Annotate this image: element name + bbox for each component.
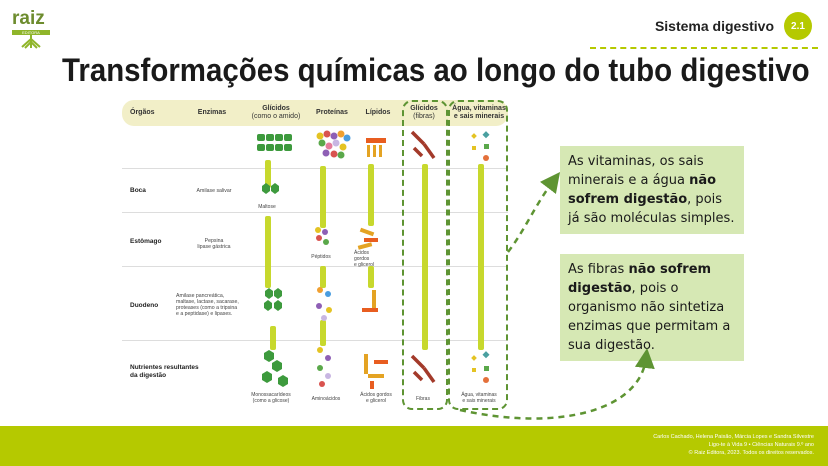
vitamin-icon	[471, 131, 490, 383]
caption-monossacarideos: Monossacarídeos(como a glicose)	[251, 392, 291, 404]
page-title: Transformações químicas ao longo do tubo…	[62, 52, 810, 88]
bar-glic	[270, 326, 276, 350]
enzyme-boca: Amilase salivar	[196, 188, 232, 194]
highlight-agua	[448, 100, 508, 410]
bar-glic	[265, 160, 271, 188]
row-label-estomago: Estômago	[130, 238, 162, 245]
enzyme-duodeno: Amilase pancreática,maltase, lactase, sa…	[176, 293, 239, 317]
highlight-fibras	[402, 100, 448, 410]
col-glicidos-fibras: Glícidos(fibras)	[410, 105, 438, 120]
molecule-drawings	[257, 130, 490, 389]
col-orgaos: Órgãos	[130, 109, 155, 116]
col-lipidos: Lípidos	[365, 109, 391, 116]
row-divider	[122, 266, 508, 267]
section-title: Sistema digestivo	[654, 18, 774, 34]
logo-roots-icon	[21, 35, 41, 49]
bar-lip	[368, 164, 374, 226]
digestion-table: Órgãos Enzimas Glícidos(como o amido) Pr…	[122, 98, 508, 412]
lipid-icon	[357, 138, 388, 389]
row-divider	[122, 212, 508, 213]
col-proteinas: Proteínas	[316, 109, 348, 116]
bar-prot	[320, 320, 326, 346]
bar-lip	[368, 266, 374, 288]
logo-text: raiz	[12, 8, 45, 29]
col-enzimas: Enzimas	[197, 109, 227, 116]
caption-peptidos: Péptidos	[311, 254, 331, 260]
bar-prot	[320, 266, 326, 288]
caption-fibras: Fibras	[416, 396, 430, 402]
caption-maltose: Maltose	[258, 204, 276, 210]
bar-prot	[320, 166, 326, 228]
bar-agua	[478, 164, 484, 350]
row-label-duodeno: Duodeno	[130, 302, 159, 309]
callout-vitaminas: As vitaminas, os sais minerais e a água …	[560, 146, 744, 234]
bar-fibras	[422, 164, 428, 350]
caption-aminoacidos: Aminoácidos	[311, 396, 341, 402]
section-badge: 2.1	[784, 12, 812, 40]
callout-fibras: As fibras não sofrem digestão, pois o or…	[560, 254, 744, 361]
protein-icon	[315, 130, 351, 387]
footer-credits: Carlos Cachado, Helena Paixão, Márcia Lo…	[653, 434, 814, 456]
row-divider	[122, 340, 508, 341]
row-label-boca: Boca	[130, 187, 146, 194]
row-divider	[122, 168, 508, 169]
footer-bar: Carlos Cachado, Helena Paixão, Márcia Lo…	[0, 426, 828, 466]
col-glicidos-amido: Glícidos(como o amido)	[251, 105, 301, 120]
section-header: Sistema digestivo 2.1	[655, 12, 812, 40]
bar-glic	[265, 216, 271, 288]
fiber-icon	[410, 130, 436, 384]
header-divider	[590, 47, 818, 49]
raiz-logo: raiz EDITORA	[12, 8, 50, 49]
logo-band: EDITORA	[12, 30, 50, 35]
starch-icon	[257, 134, 292, 387]
